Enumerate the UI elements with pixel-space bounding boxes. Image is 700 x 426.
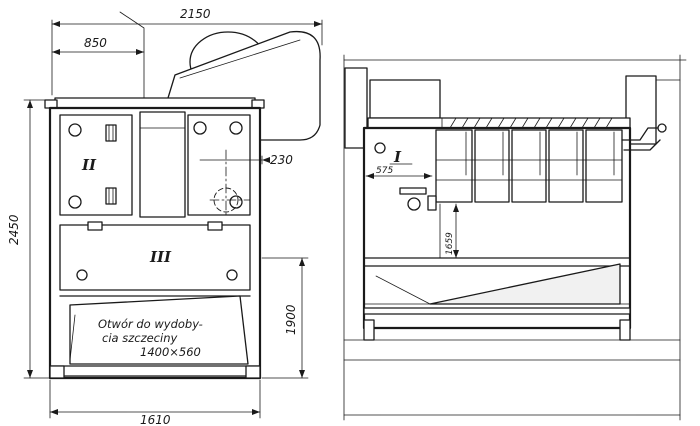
valve-icon bbox=[657, 123, 667, 133]
side-view: I 575 bbox=[343, 54, 687, 421]
panel-right bbox=[187, 114, 251, 216]
hinge-icon bbox=[105, 124, 117, 142]
note-line3: 1400×560 bbox=[140, 345, 201, 359]
dim-1659-label: 1659 bbox=[445, 232, 455, 255]
pipe bbox=[623, 139, 661, 151]
leg-left bbox=[363, 319, 375, 341]
shaft-end-icon bbox=[407, 197, 421, 211]
foot-left bbox=[49, 365, 65, 379]
dim-850-label: 850 bbox=[84, 36, 107, 50]
base-plate bbox=[49, 365, 261, 377]
bolt-icon bbox=[226, 269, 238, 281]
dimension-1659: 1659 bbox=[439, 203, 459, 259]
dimension-230: 230 bbox=[261, 153, 293, 167]
section-label-ii: II bbox=[81, 156, 97, 174]
panel-iii bbox=[59, 224, 251, 291]
bolt-icon bbox=[229, 121, 243, 135]
latch-icon bbox=[207, 221, 223, 231]
top-plate bbox=[54, 97, 256, 109]
lower-bar bbox=[363, 307, 631, 315]
bolt-icon bbox=[68, 123, 82, 137]
side-motor-box bbox=[369, 79, 441, 119]
note-line1: Otwór do wydoby- bbox=[98, 317, 203, 331]
dim-230-label: 230 bbox=[270, 153, 293, 167]
dimension-575: 575 bbox=[365, 166, 433, 179]
central-door bbox=[139, 111, 186, 218]
section-label-i: I bbox=[393, 148, 402, 166]
bolt-icon bbox=[374, 142, 386, 154]
dim-2450-label: 2450 bbox=[7, 214, 21, 245]
dim-1900-label: 1900 bbox=[284, 304, 298, 335]
bolt-icon bbox=[229, 195, 243, 209]
latch-icon bbox=[87, 221, 103, 231]
comb-chambers bbox=[435, 129, 623, 203]
bearing bbox=[427, 195, 437, 211]
top-rail-hatch bbox=[449, 117, 613, 129]
lower-opening bbox=[69, 295, 249, 365]
dimension-1610: 1610 bbox=[49, 379, 261, 426]
dimension-1900: 1900 bbox=[261, 257, 309, 379]
note-line2: cia szczeciny bbox=[102, 331, 177, 345]
dimension-2150: 2150 bbox=[51, 7, 323, 96]
dim-1610-label: 1610 bbox=[140, 413, 171, 426]
top-plate-ear-left bbox=[44, 99, 58, 109]
front-view: 2150 850 II bbox=[7, 7, 323, 426]
panel-ii bbox=[59, 114, 133, 216]
leg-right bbox=[619, 319, 631, 341]
side-motor-left bbox=[344, 67, 368, 149]
shaft bbox=[399, 187, 427, 195]
dimension-2450: 2450 bbox=[7, 99, 51, 379]
top-plate-ear-right bbox=[251, 99, 265, 109]
dim-2150-label: 2150 bbox=[180, 7, 211, 21]
bolt-icon bbox=[193, 121, 207, 135]
motor-housing bbox=[167, 30, 321, 141]
dim-575-label: 575 bbox=[376, 166, 393, 176]
section-label-iii: III bbox=[149, 248, 172, 266]
bolt-icon bbox=[76, 269, 88, 281]
dimension-850: 850 bbox=[51, 36, 145, 55]
leader-line bbox=[119, 11, 145, 131]
hinge-icon bbox=[105, 187, 117, 205]
foot-right bbox=[245, 365, 261, 379]
pipe bbox=[621, 127, 661, 141]
bolt-icon bbox=[68, 195, 82, 209]
